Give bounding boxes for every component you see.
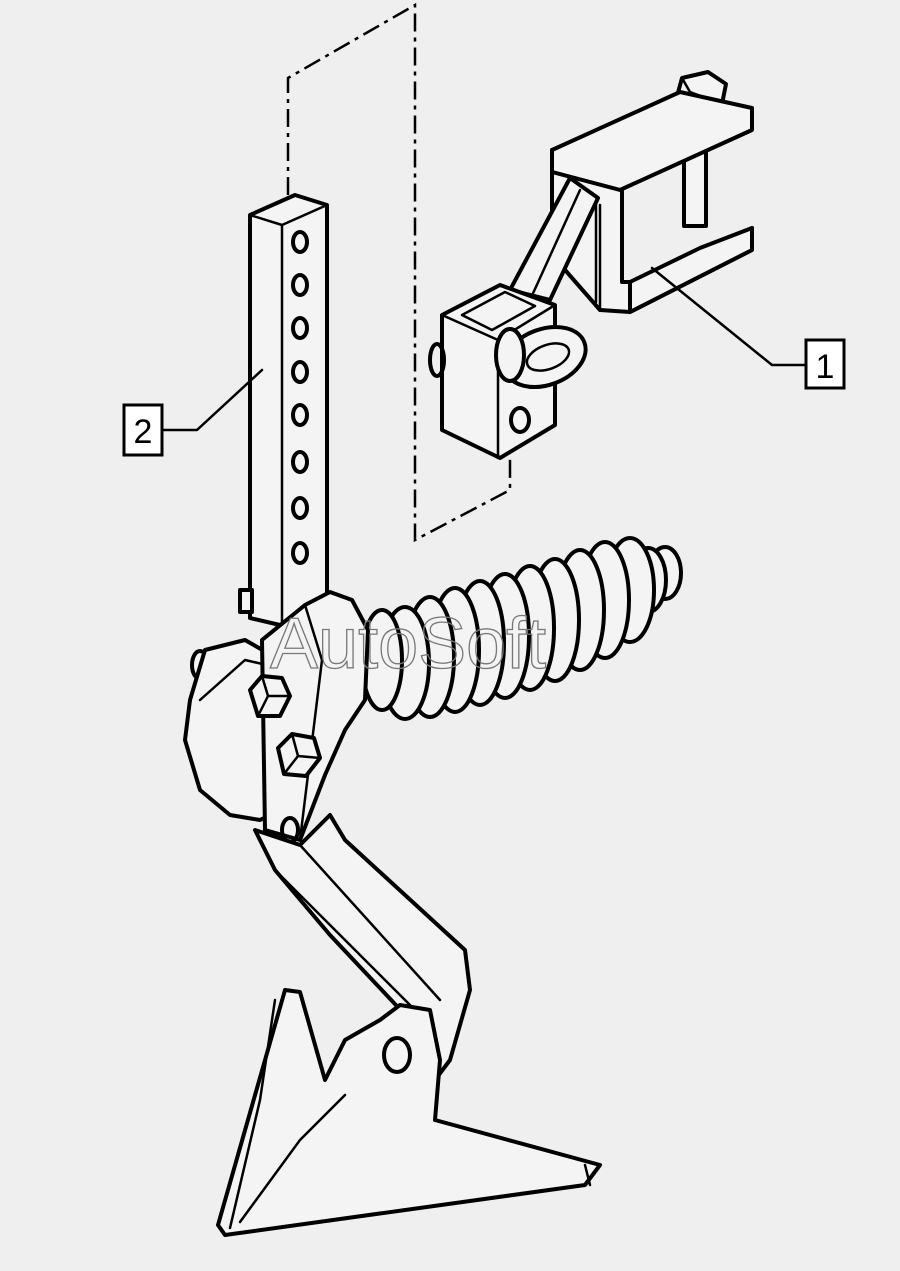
pivot-bracket — [183, 590, 370, 844]
svg-text:2: 2 — [134, 413, 153, 451]
watermark: AutoSoft — [270, 604, 546, 684]
coil-spring — [360, 536, 683, 721]
leader-line-1 — [650, 266, 808, 367]
svg-text:1: 1 — [816, 348, 835, 386]
callout-2: 2 — [122, 403, 164, 457]
sweep-share — [216, 988, 602, 1237]
shank-bar — [238, 193, 329, 627]
assembly-dashed-line — [286, 2, 512, 543]
callout-1: 1 — [804, 338, 846, 390]
clamp-bracket — [428, 70, 754, 460]
leader-line-2 — [158, 368, 264, 432]
